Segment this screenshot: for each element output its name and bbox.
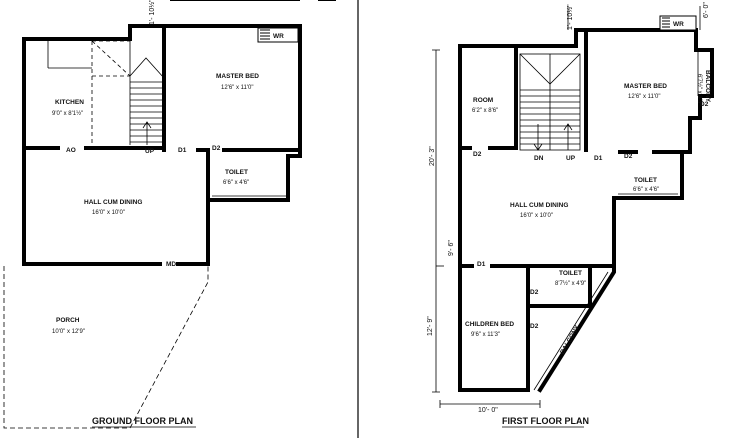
ground-wardrobe: WR <box>257 27 299 43</box>
first-diag-inner <box>533 271 609 391</box>
ground-left-wall <box>22 37 162 266</box>
first-balcony-right-size: 6'7½" x 3'3" <box>696 74 703 105</box>
first-toilet-mid-name: TOILET <box>559 270 582 277</box>
first-dim-bottom: 10'- 0" <box>478 407 498 414</box>
first-dim-top1: 1'- 10½" <box>566 4 574 30</box>
stair-flight <box>129 26 165 145</box>
first-d2-master: D2 <box>624 153 633 160</box>
porch-name: PORCH <box>56 317 80 324</box>
first-d1-hall: D1 <box>477 261 486 268</box>
first-wr-label: WR <box>673 21 684 28</box>
first-wardrobe: WR <box>659 15 697 31</box>
ground-hall-name: HALL CUM DINING <box>84 199 142 206</box>
porch-outline <box>3 266 209 429</box>
first-right-lower <box>612 150 684 270</box>
first-dim-left-total: 20'- 3" <box>429 146 436 166</box>
first-floor-plan <box>458 28 714 393</box>
stair-dashed <box>91 26 131 148</box>
first-toilet-mid-size: 8'7½" x 4'9" <box>555 280 586 287</box>
ground-toilet-size: 6'6" x 4'6" <box>223 180 249 186</box>
ground-d1-label: D1 <box>178 147 187 154</box>
ground-master-name: MASTER BED <box>216 73 259 80</box>
first-dn-arrow <box>533 124 543 151</box>
first-stair-diag <box>519 53 581 85</box>
kitchen-name: KITCHEN <box>55 99 84 106</box>
first-d2-children: D2 <box>530 323 539 330</box>
first-dn-label: DN <box>534 155 544 162</box>
ground-d2-label: D2 <box>212 145 221 152</box>
first-dim-bottom <box>439 400 541 408</box>
first-children-name: CHILDREN BED <box>465 321 514 328</box>
porch-size: 10'0" x 12'9" <box>52 329 85 335</box>
first-dim-left-total <box>432 49 440 393</box>
ground-up-arrow <box>142 121 152 145</box>
ground-wr-label: WR <box>273 33 284 40</box>
first-dim-left-lower: 12'- 9" <box>427 316 434 336</box>
first-children-size: 9'6" x 11'3" <box>471 332 500 338</box>
first-stair-treads <box>520 89 580 145</box>
first-master-size: 12'6" x 11'0" <box>628 94 660 100</box>
first-thin-lines <box>432 6 701 408</box>
first-dim-top <box>567 6 701 30</box>
first-toilet-right-name: TOILET <box>634 177 657 184</box>
ground-floor-title: GROUND FLOOR PLAN <box>92 416 193 426</box>
first-d2-balcony: D2 <box>700 101 709 108</box>
ground-ao-label: AO <box>66 147 76 154</box>
first-room-size: 6'2" x 8'6" <box>472 108 498 114</box>
first-balcony-diag-name: BALCONY <box>559 324 581 356</box>
first-toilet-right-size: 6'6" x 4'6" <box>633 187 659 193</box>
first-hall-name: HALL CUM DINING <box>510 202 568 209</box>
first-master-name: MASTER BED <box>624 83 667 90</box>
first-dim-left-upper: 9'- 6" <box>448 240 455 256</box>
first-left-wall <box>458 44 530 392</box>
first-outer-wall <box>458 28 714 154</box>
first-dim-top2: 6'- 0" <box>703 2 710 18</box>
kitchen-counter <box>47 41 92 69</box>
first-d1-stair: D1 <box>594 155 603 162</box>
kitchen-size: 9'0" x 8'1½" <box>52 110 83 117</box>
first-up-arrow <box>563 123 573 150</box>
ground-hall-size: 16'0" x 10'0" <box>92 210 125 216</box>
ground-top-dim: 1'- 10½" <box>148 0 156 25</box>
first-d2-toilet: D2 <box>530 289 539 296</box>
first-diag-balcony <box>537 266 616 393</box>
first-balcony-right-name: BALCONY <box>704 70 711 103</box>
ground-master-size: 12'6" x 11'0" <box>221 85 253 91</box>
first-floor-title: FIRST FLOOR PLAN <box>502 416 589 426</box>
ground-toilet-name: TOILET <box>225 169 248 176</box>
ground-up-label: UP <box>145 148 155 155</box>
ground-md-label: MD <box>166 261 176 268</box>
first-up-label: UP <box>566 155 576 162</box>
first-room-name: ROOM <box>473 97 493 104</box>
ground-floor-plan <box>22 24 302 266</box>
first-hall-size: 16'0" x 10'0" <box>520 213 553 219</box>
first-d2-room: D2 <box>473 151 482 158</box>
ground-thin-lines <box>3 26 286 429</box>
